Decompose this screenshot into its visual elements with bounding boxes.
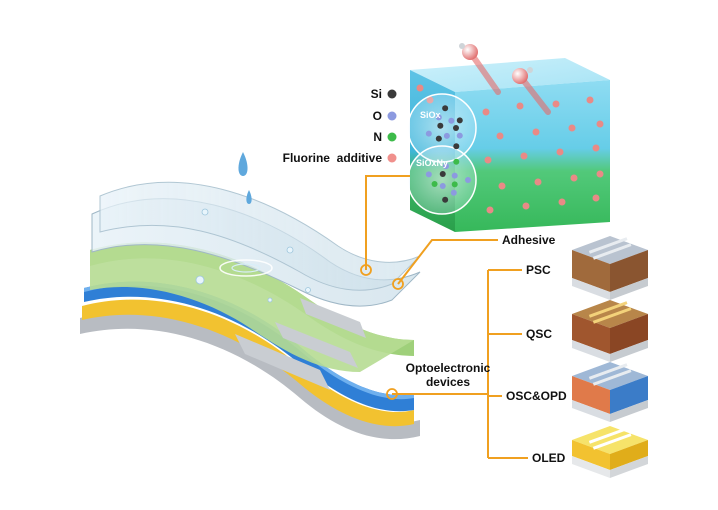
layer-stack [80,152,421,440]
fluorine-dot [498,182,506,190]
electrode [275,322,358,368]
lens-atom [453,143,460,150]
lens-atom [439,183,446,190]
legend-label-si: Si [371,87,382,101]
lens-atom [448,117,455,124]
fluorine-dot [570,174,578,182]
film-marker [360,264,372,276]
legend-label-o: O [373,109,382,123]
fluorine-dot [416,84,424,92]
fluorine-dot [522,202,530,210]
fluorine-dot [558,198,566,206]
oled-device-block [572,426,648,478]
water-drop [246,190,252,204]
lens-atom [439,170,446,177]
incoming-molecules [459,43,551,115]
film-to-cube-leader [365,175,410,270]
lens-atom [443,163,450,170]
lens-atom [453,125,459,131]
lens-atom [456,132,463,139]
fluorine-dot [596,170,604,178]
lens-atom [451,172,458,179]
optoelectronic-marker [386,388,398,400]
cube-front-face-main [455,80,610,232]
lens-atom [465,177,471,183]
fluorine-dot [532,128,540,136]
fluorine-dot [520,152,528,160]
optoelectronic-label-line1: Optoelectronic [406,361,491,375]
lens-atom [442,105,449,112]
fluorine-dot [592,194,600,202]
fluorine-dot [534,178,542,186]
lens-atom [425,130,432,137]
lens-atom [453,158,460,165]
lens-atom [435,114,442,121]
fluorine-dot [568,124,576,132]
lens-atom [442,196,449,203]
lens-atom [456,117,463,124]
n-swatch [387,132,397,142]
fluorine-dot [496,132,504,140]
water-drop [238,152,248,176]
lens-atom [443,132,450,139]
barrier-cube: SiOx SiOxNy [407,43,610,232]
fluorine-dot [482,108,490,116]
electrode [300,298,366,338]
osc-opd-device-block [572,362,648,422]
fluorine-dot [586,96,594,104]
lens-atom [431,180,438,187]
yellow-layer [82,299,414,427]
fluorine-dot [484,156,492,164]
o-swatch [387,111,397,121]
water-splash [219,259,273,277]
optoelectronic-label-line2: devices [426,375,470,389]
electrode [235,334,330,390]
si-swatch [387,89,397,99]
fluorine-dot [592,144,600,152]
device-label-oled: OLED [532,451,566,465]
lens-atom [425,171,432,178]
sioxny-tag: SiOxNy [416,158,448,168]
fluorine-swatch [387,153,397,163]
device-label-osc-opd: OSC&OPD [506,389,567,403]
lens-atom [437,122,444,129]
lens-atom [435,135,442,142]
adhesive-leader [397,239,498,285]
fluorine-dot [556,148,564,156]
fluorine-dot [596,120,604,128]
cube-top-face [410,58,610,92]
legend-label-n: N [373,130,382,144]
fluorine-dot [486,206,494,214]
qsc-device-block [572,300,648,362]
blue-layer [84,281,414,412]
adhesive-marker [392,278,404,290]
lens-atoms [425,105,471,203]
lens-atom [451,181,458,188]
legend-label-fluorine: Fluorine additive [283,151,383,165]
fluorine-dot [516,102,524,110]
device-label-qsc: QSC [526,327,552,341]
adhesive-label: Adhesive [502,233,556,247]
leader-lines [360,175,528,459]
atom-legend: Si O N Fluorine additive [283,87,397,165]
siox-tag: SiOx [420,110,441,120]
fluorine-dot [552,100,560,108]
lens-atom [450,189,457,196]
device-label-psc: PSC [526,263,551,277]
psc-device-block [572,236,648,300]
